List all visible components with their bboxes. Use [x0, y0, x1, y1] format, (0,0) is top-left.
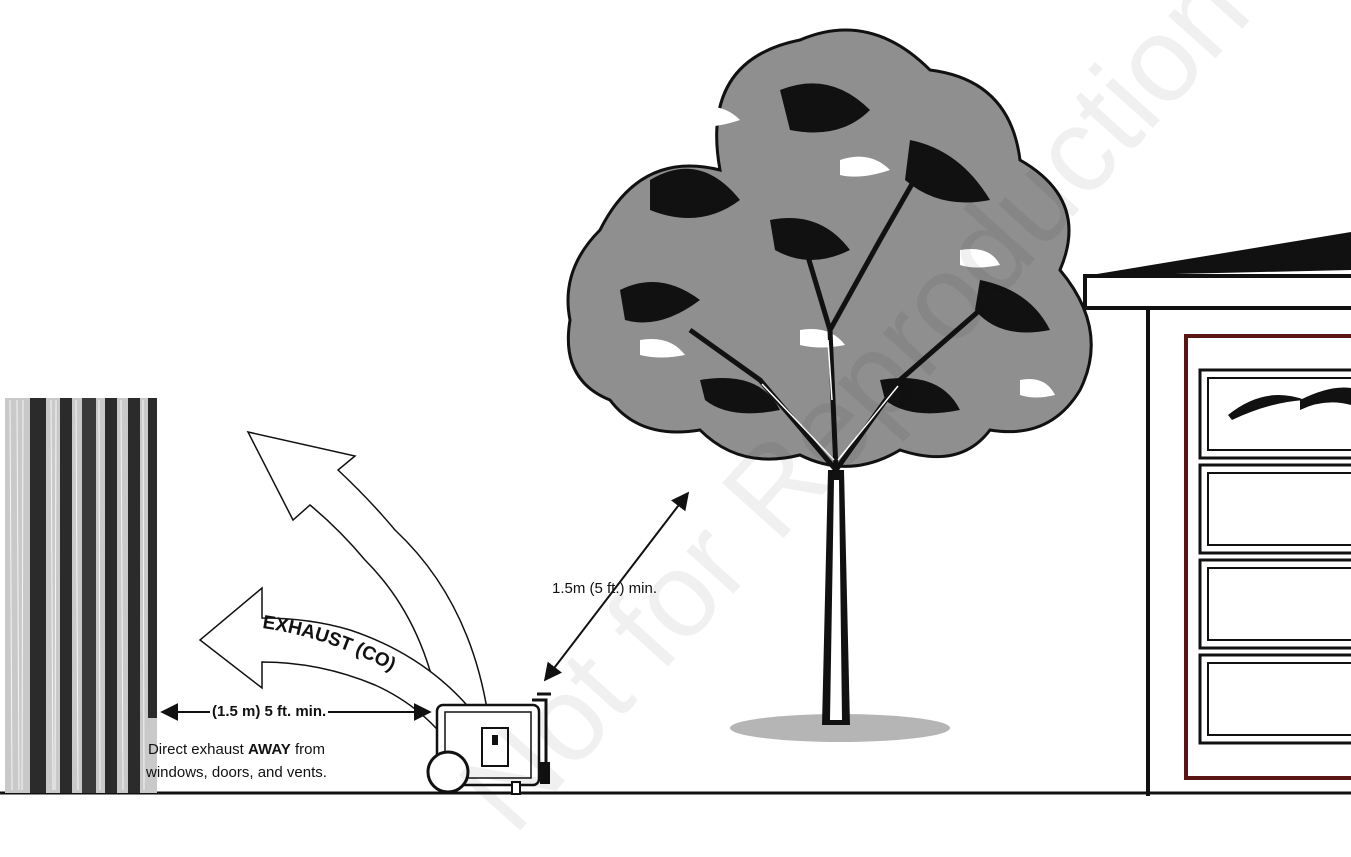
exhaust-upper-arrow	[246, 430, 489, 716]
note-text-start: Direct exhaust	[147, 741, 248, 758]
generator-placement-diagram: EXHAUST (CO)	[0, 28, 1351, 796]
fence-distance-label: (1.5 m) 5 ft. min.	[210, 703, 329, 720]
note-text-end: from	[290, 741, 325, 758]
fence	[5, 398, 157, 793]
tree-distance-arrow	[543, 491, 690, 682]
note-line-2: windows, doors, and vents.	[146, 764, 327, 781]
exhaust-lower-arrow	[198, 586, 491, 762]
note-emphasis: AWAY	[248, 741, 291, 758]
generator	[426, 692, 551, 795]
house	[1083, 232, 1351, 796]
tree-distance-label: 1.5m (5 ft.) min.	[552, 580, 658, 597]
tree	[566, 28, 1093, 742]
exhaust-direction-note: Direct exhaust AWAY from windows, doors,…	[146, 738, 327, 784]
